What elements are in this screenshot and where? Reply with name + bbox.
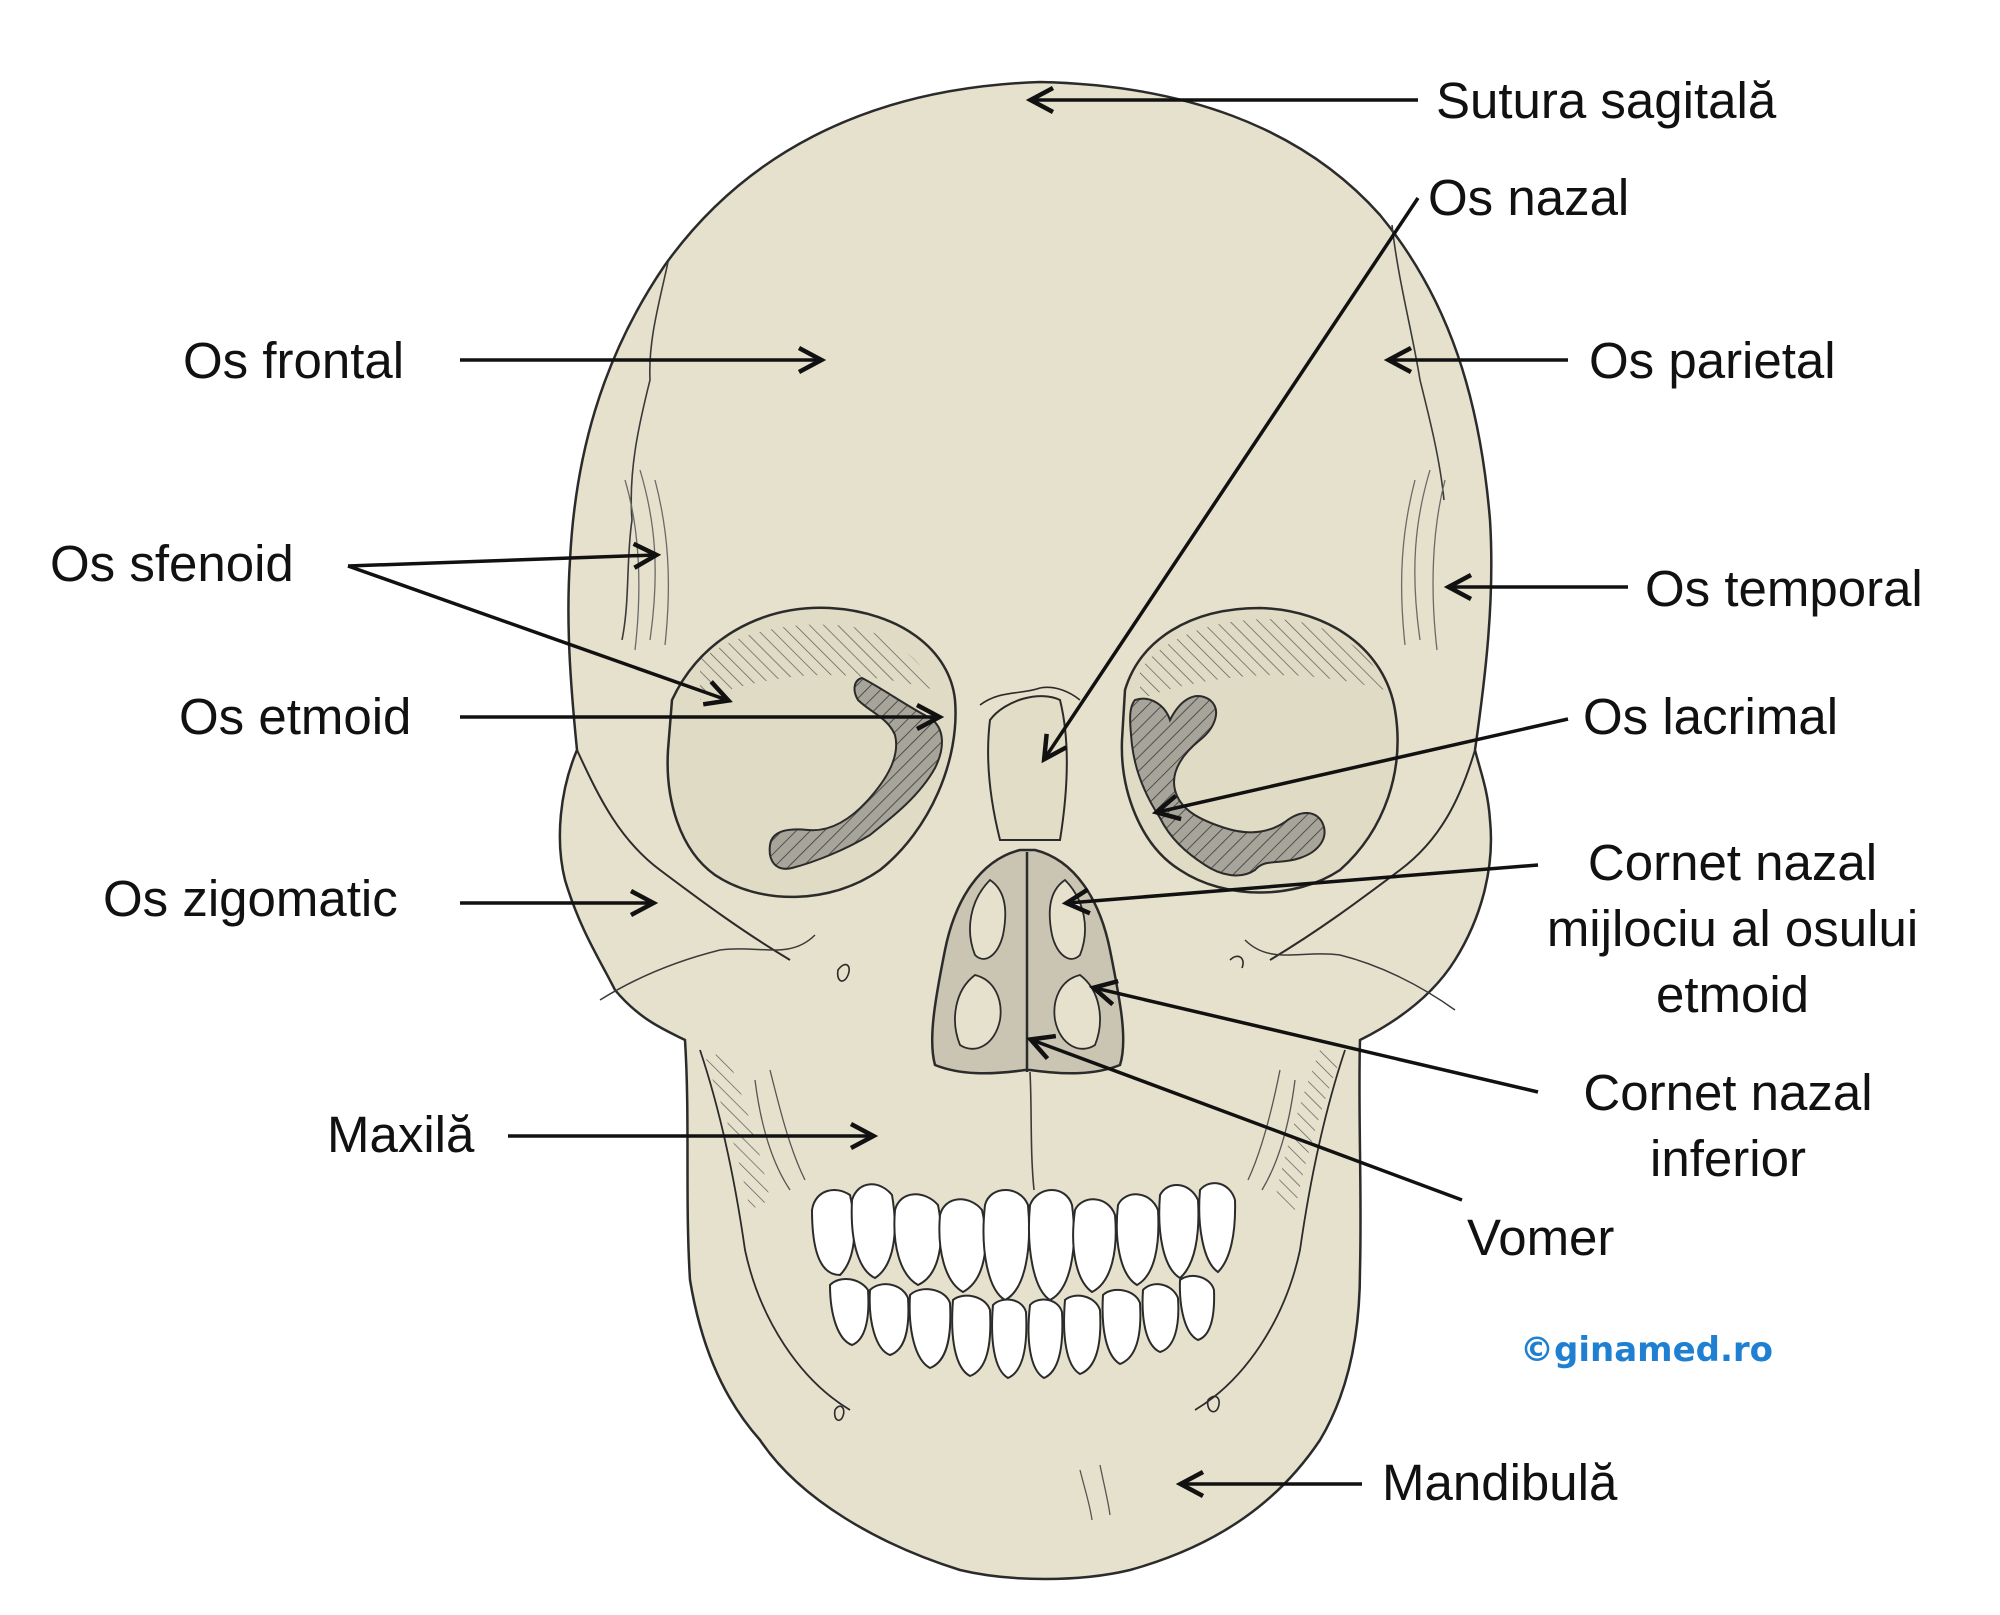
label-os-sfenoid: Os sfenoid [50,535,294,592]
label-os-zigomatic: Os zigomatic [103,870,398,927]
chin-lines [1079,1464,1111,1521]
label-cornet-nazal-mijlociu: Cornet nazal mijlociu al osului etmoid [1546,834,1919,1023]
teeth [810,1182,1237,1380]
arrow-os-sfenoid-1 [347,555,655,566]
label-sutura-sagitala: Sutura sagitală [1436,72,1777,129]
arrow-vomer [1032,1040,1463,1202]
infraorbital-foramen-right [1229,955,1244,969]
label-cornet-nazal-inferior: Cornet nazal inferior [1583,1064,1873,1187]
label-os-temporal: Os temporal [1645,560,1923,617]
zygomaticomaxillary-suture-right [1244,939,1456,1011]
nasal-bone [987,695,1068,841]
label-maxila: Maxilă [327,1106,475,1163]
label-os-frontal: Os frontal [183,332,405,389]
label-os-nazal: Os nazal [1428,169,1630,226]
maxilla-lines-left [754,1069,806,1191]
inferior-concha-left [954,974,1002,1050]
mental-foramen-left [833,1405,845,1422]
copyright-credit: ©ginamed.ro [1520,1330,1774,1370]
label-vomer: Vomer [1467,1209,1615,1266]
label-os-etmoid: Os etmoid [179,688,412,745]
zygomatic-left [576,749,791,961]
label-os-parietal: Os parietal [1589,332,1836,389]
temporal-lines-right [1400,469,1446,651]
zygomaticomaxillary-suture-left [599,934,816,1001]
infraorbital-foramen-left [836,963,850,982]
ramus-shading-right [1275,1050,1340,1210]
mental-foramen-right [1206,1395,1220,1413]
pointer-arrows [347,100,1628,1484]
arrow-os-lacrimal [1158,717,1569,812]
arrow-os-sfenoid-2 [347,564,727,700]
ramus-shading-left [705,1050,770,1210]
zygomatic-right [1269,749,1476,961]
frontonasal-suture [979,686,1081,706]
left-orbit-fissure [768,676,943,870]
label-mandibula: Mandibulă [1382,1454,1618,1511]
coronal-suture-right [1391,224,1445,501]
arrow-os-nazal [1045,197,1420,758]
coronal-suture-left [621,261,669,641]
label-os-lacrimal: Os lacrimal [1583,688,1839,745]
middle-concha-left [969,878,1007,960]
ramus-left [699,1049,851,1411]
left-orbit-shading [700,624,935,700]
right-orbit-shading [1140,619,1385,700]
arrow-cornet-inferior [1095,988,1539,1094]
arrow-cornet-mijlociu [1068,863,1539,903]
intermaxillary-suture [1029,1071,1035,1191]
ramus-right [1194,1049,1346,1411]
